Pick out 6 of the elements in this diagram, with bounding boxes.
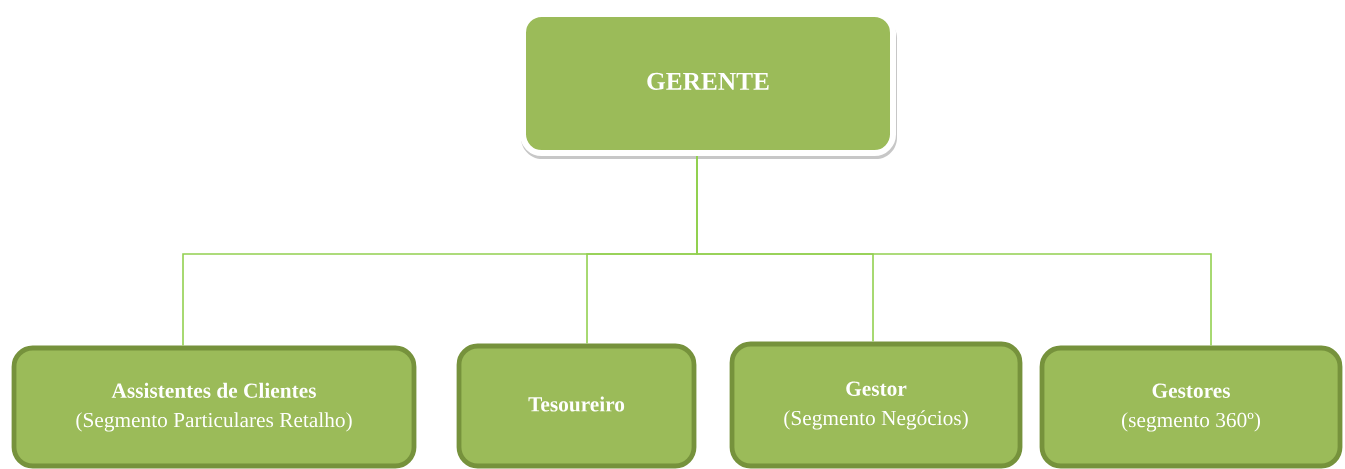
connector-line <box>696 155 1212 347</box>
role-box: Tesoureiro <box>456 343 697 469</box>
role-box: Gestor (Segmento Negócios) <box>729 341 1023 469</box>
manager-box: GERENTE <box>520 11 897 159</box>
role-box: Assistentes de Clientes (Segmento Particulares Retalho) <box>11 345 417 469</box>
role-box: Gestores (segmento 360º) <box>1039 345 1343 469</box>
